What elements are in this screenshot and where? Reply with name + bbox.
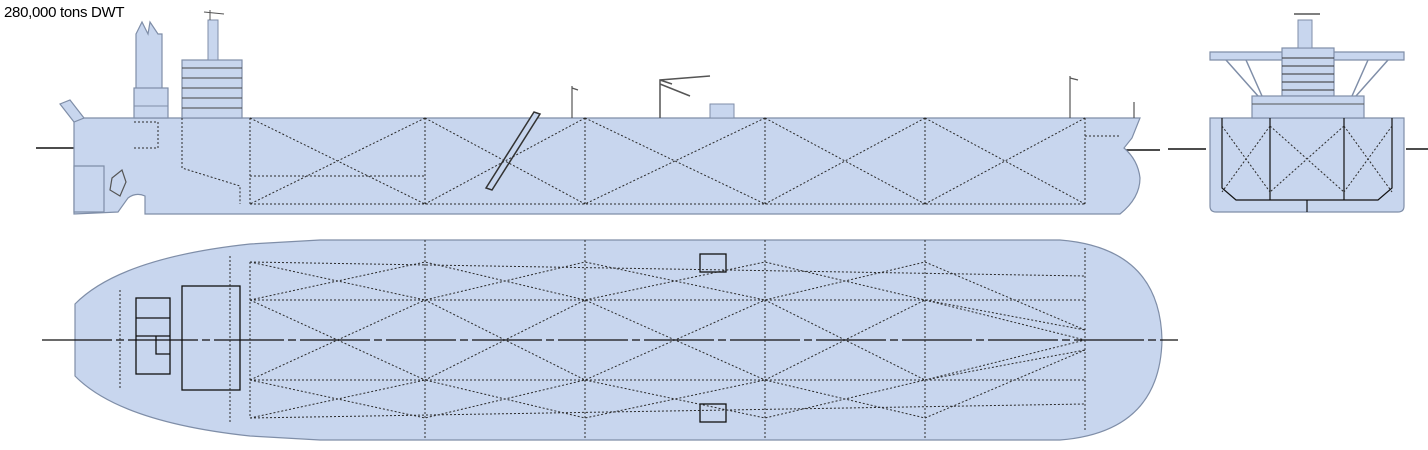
propeller: [109, 168, 127, 197]
tonnage-caption: 280,000 tons DWT: [4, 4, 125, 21]
stern-frame: [59, 99, 85, 123]
plan-hatch-stbd: [699, 403, 727, 423]
superstructure-decks: [182, 67, 242, 109]
plan-hatch-port: [699, 253, 727, 273]
section-superstructure: [1281, 47, 1335, 97]
funnel: [135, 20, 163, 91]
main-mast: [207, 19, 219, 61]
midship-section-view: [1168, 13, 1428, 213]
side-elevation-view: [36, 10, 1160, 215]
deck-house: [709, 103, 735, 119]
section-hull: [1209, 117, 1405, 213]
side-hull: [73, 117, 1141, 215]
inclined-gangway: [484, 111, 542, 191]
rudder: [73, 165, 105, 213]
deck-crane: [659, 75, 711, 118]
plan-view: [42, 239, 1178, 441]
plan-superstructure-outline: [181, 285, 241, 391]
cargo-tank-structure: [134, 117, 1120, 205]
section-deck-house: [1251, 95, 1365, 119]
superstructure: [181, 59, 243, 119]
funnel-base: [133, 87, 169, 119]
